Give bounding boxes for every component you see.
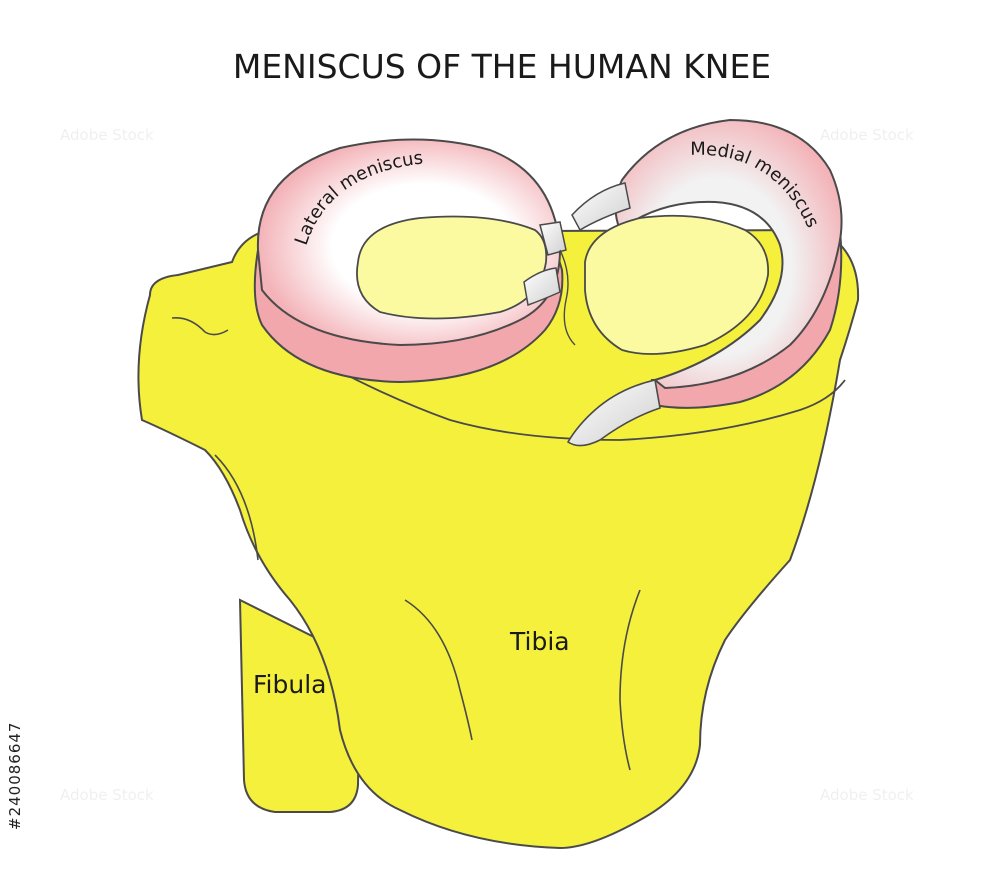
lateral-plateau <box>356 215 548 320</box>
stock-id: #240086647 <box>6 721 24 830</box>
medial-anterior-horn-tail <box>566 379 661 447</box>
tibia-contour-shaft-right <box>619 589 641 771</box>
medial-plateau <box>584 214 769 355</box>
fibula-label: Fibula <box>253 670 327 699</box>
svg-text:Adobe Stock: Adobe Stock <box>60 786 154 804</box>
medial-posterior-horn-ligament <box>571 182 631 232</box>
tibia-contour-left-lower <box>214 454 259 561</box>
medial-meniscus <box>566 118 843 447</box>
svg-text:Adobe Stock: Adobe Stock <box>820 786 914 804</box>
lateral-posterior-horn-ligament <box>539 221 567 256</box>
tibia-contour-left <box>171 316 229 336</box>
tibia-contour-shaft-left <box>404 599 473 741</box>
svg-text:Adobe Stock: Adobe Stock <box>60 126 154 144</box>
svg-text:Adobe Stock: Adobe Stock <box>820 126 914 144</box>
lateral-meniscus <box>253 138 567 384</box>
tibia-label: Tibia <box>509 627 570 656</box>
diagram-title: MENISCUS OF THE HUMAN KNEE <box>233 47 771 86</box>
lateral-anterior-horn-ligament <box>523 267 561 307</box>
intercondylar-line <box>559 249 576 346</box>
medial-meniscus-top <box>614 118 843 390</box>
